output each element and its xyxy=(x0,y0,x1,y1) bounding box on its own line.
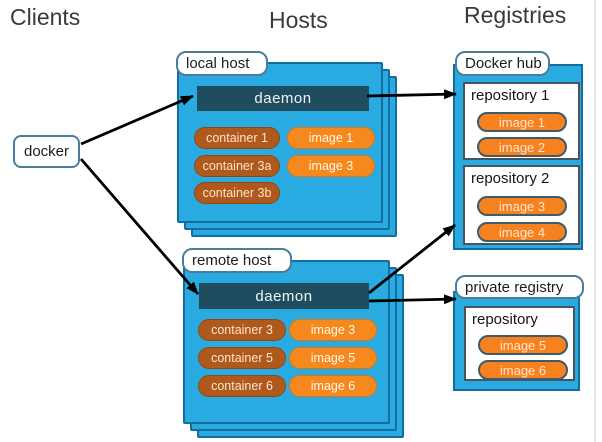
image-pill: image 1 xyxy=(287,127,375,149)
repository-box: repository image 5 image 6 xyxy=(464,306,575,381)
docker-client-box: docker xyxy=(13,135,80,168)
container-pill: container 3b xyxy=(194,182,280,204)
image-pill: image 1 xyxy=(477,112,567,132)
container-pill: container 1 xyxy=(194,127,280,149)
remote-host-daemon-bar: daemon xyxy=(199,283,369,309)
image-pill: image 3 xyxy=(289,319,377,341)
repository-title: repository 1 xyxy=(471,87,550,104)
repository-title: repository xyxy=(472,311,538,328)
image-pill: image 6 xyxy=(478,360,568,380)
remote-host-panel: daemon container 3 container 5 container… xyxy=(183,260,390,424)
repository-2-box: repository 2 image 3 image 4 xyxy=(463,165,580,245)
column-header-clients: Clients xyxy=(10,4,81,30)
image-pill: image 3 xyxy=(477,196,567,216)
local-host-panel: daemon container 1 container 3a containe… xyxy=(177,62,383,223)
docker-hub-box: repository 1 image 1 image 2 repository … xyxy=(453,64,583,250)
local-host-daemon-bar: daemon xyxy=(197,86,369,111)
image-pill: image 2 xyxy=(477,137,567,157)
column-header-registries: Registries xyxy=(464,2,567,28)
local-host-label: local host xyxy=(176,51,268,76)
image-pill: image 4 xyxy=(477,222,567,242)
container-pill: container 6 xyxy=(198,375,286,397)
remote-host-label: remote host xyxy=(182,248,292,273)
image-pill: image 5 xyxy=(289,347,377,369)
repository-title: repository 2 xyxy=(471,170,550,187)
repository-1-box: repository 1 image 1 image 2 xyxy=(463,82,580,160)
image-pill: image 3 xyxy=(287,155,375,177)
image-pill: image 6 xyxy=(289,375,377,397)
container-pill: container 5 xyxy=(198,347,286,369)
page-edge-line xyxy=(594,0,596,442)
image-pill: image 5 xyxy=(478,335,568,355)
container-pill: container 3 xyxy=(198,319,286,341)
private-registry-box: repository image 5 image 6 xyxy=(453,291,580,391)
private-registry-label: private registry xyxy=(455,275,584,299)
column-header-hosts: Hosts xyxy=(269,7,328,33)
docker-hub-label: Docker hub xyxy=(455,51,550,76)
container-pill: container 3a xyxy=(194,155,280,177)
